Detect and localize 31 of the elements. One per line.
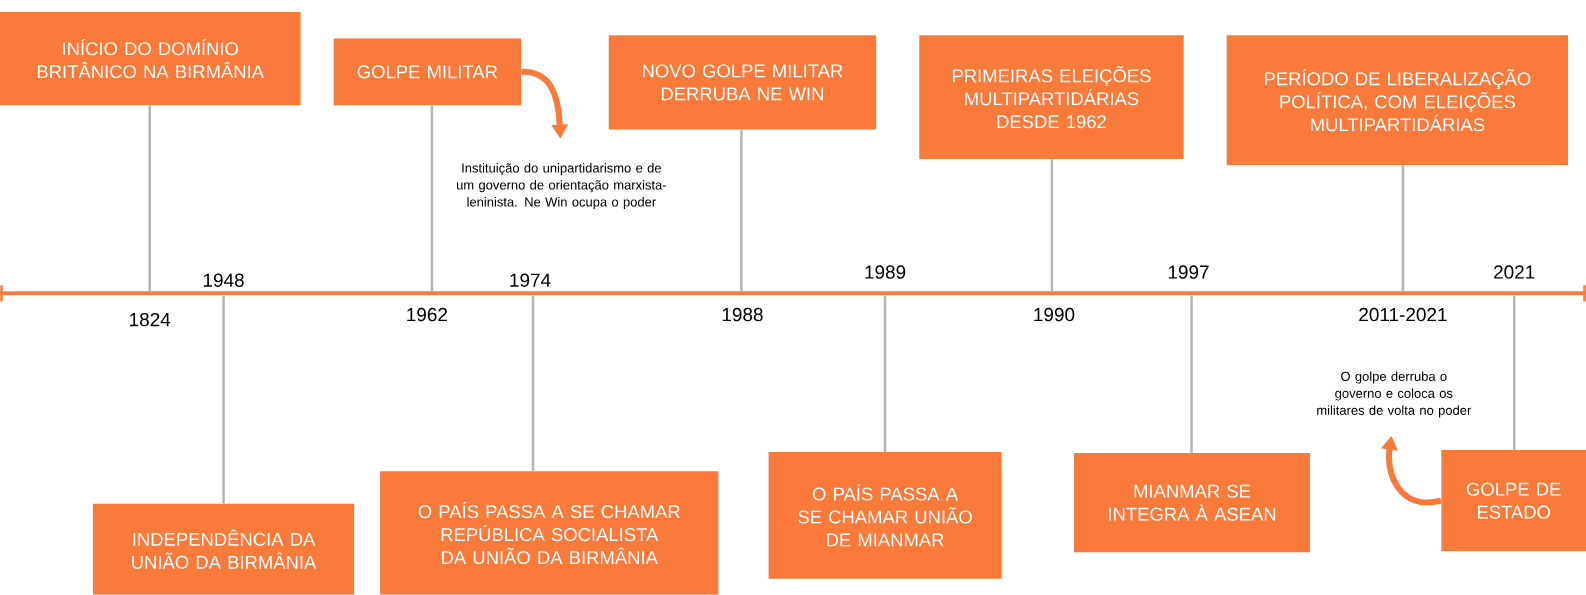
event-box: PRIMEIRAS ELEIÇÕES MULTIPARTIDÁRIAS DESDE 1962	[919, 35, 1184, 159]
event-box: PERÍODO DE LIBERALIZAÇÃO POLÍTICA, COM ELEIÇÕES MULTIPARTIDÁRIAS	[1226, 35, 1569, 166]
note-text: Instituição do unipartidarismo e de um governo de orientação marxista-leninista. Ne Win ocupa o poder	[456, 163, 666, 210]
connector-line	[1190, 295, 1193, 453]
event-box: MIANMAR SE INTEGRA À ASEAN	[1074, 453, 1311, 553]
year-label: 2011-2021	[1359, 308, 1447, 322]
event-box: INDEPENDÊNCIA DA UNIÃO DA BIRMÂNIA	[92, 503, 355, 595]
connector-line	[740, 129, 743, 292]
connector-line	[222, 295, 225, 504]
event-box: O PAÍS PASSA A SE CHAMAR REPÚBLICA SOCIALISTA DA UNIÃO DA BIRMÂNIA	[380, 471, 719, 595]
year-label: 1997	[1168, 265, 1209, 279]
year-label: 1974	[510, 273, 551, 287]
event-box: GOLPE MILITAR	[333, 38, 522, 106]
event-box: NOVO GOLPE MILITAR DERRUBA NE WIN	[608, 35, 877, 130]
connector-line	[883, 295, 887, 452]
connector-line	[1050, 159, 1054, 292]
event-box: INÍCIO DO DOMÍNIO BRITÂNICO NA BIRMÂNIA	[0, 12, 301, 106]
year-label: 1990	[1034, 308, 1075, 322]
year-label: 1989	[865, 265, 906, 279]
note-text: O golpe derruba o governo e coloca os militares de volta no poder	[1317, 371, 1472, 418]
connector-line	[531, 295, 535, 472]
connector-line	[1401, 165, 1405, 292]
year-label: 1948	[203, 273, 244, 287]
event-box: GOLPE DE ESTADO	[1441, 450, 1586, 552]
year-label: 1988	[722, 308, 763, 322]
connector-line	[1512, 295, 1516, 450]
year-label: 2021	[1494, 265, 1535, 279]
connector-line	[430, 105, 434, 292]
event-box: O PAÍS PASSA A SE CHAMAR UNIÃO DE MIANMAR	[768, 452, 1002, 579]
year-label: 1962	[407, 308, 447, 322]
connector-line	[148, 105, 151, 292]
